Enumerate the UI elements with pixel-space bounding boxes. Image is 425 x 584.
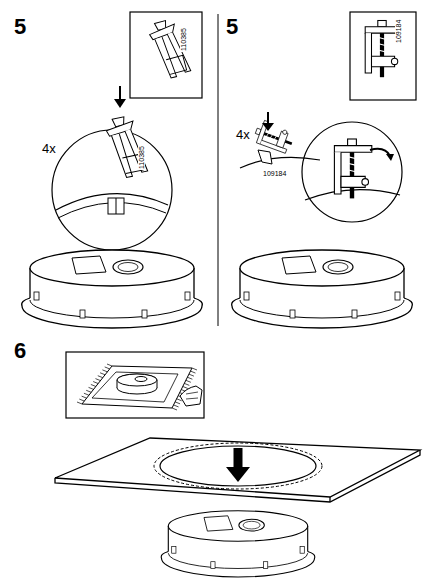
part-number: 110385 <box>138 145 145 170</box>
quantity: 4x <box>236 128 250 141</box>
step-number: 5 <box>14 16 26 38</box>
part-number: 109184 <box>395 19 402 44</box>
quantity: 4x <box>42 142 56 155</box>
step-number: 5 <box>226 16 238 38</box>
part-number: 110385 <box>180 27 187 52</box>
step-number: 6 <box>14 340 26 362</box>
part-number: 109184 <box>262 170 287 177</box>
